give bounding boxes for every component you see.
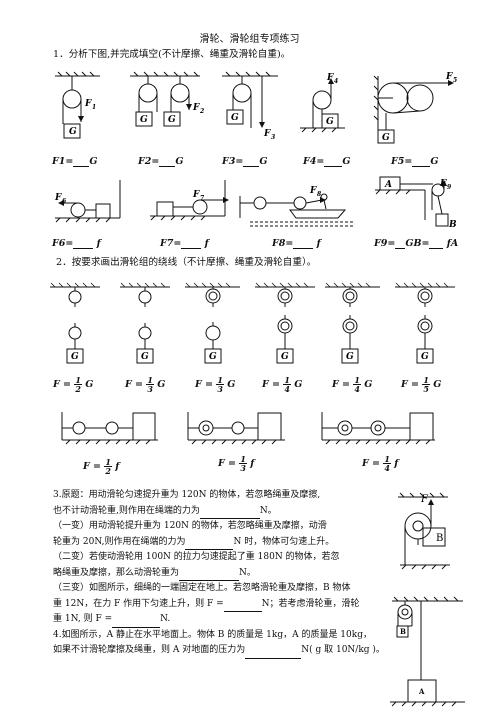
page-title: 滑轮、滑轮组专项练习 xyxy=(199,34,300,45)
q3-q4-figures: F B B A xyxy=(390,492,465,707)
svg-text:F: F xyxy=(192,190,200,200)
svg-text:G: G xyxy=(382,133,390,143)
svg-text:B: B xyxy=(448,220,457,230)
svg-text:4: 4 xyxy=(334,78,338,85)
svg-text:F: F xyxy=(84,99,92,109)
svg-text:G: G xyxy=(209,352,217,362)
svg-text:F: F xyxy=(445,72,453,82)
svg-text:1: 1 xyxy=(92,104,96,111)
svg-text:6: 6 xyxy=(62,198,67,205)
blank-f2[interactable] xyxy=(159,157,176,167)
blank-q3-orig[interactable] xyxy=(199,509,260,519)
q2-bottom-figures xyxy=(61,412,435,445)
f4-eq: F4= xyxy=(303,156,325,167)
q2-top-figures: G G G G G G xyxy=(50,282,455,364)
svg-text:G: G xyxy=(231,113,239,123)
blank-f1[interactable] xyxy=(73,157,90,167)
q2-heading: 2．按要求画出滑轮组的绕线（不计摩擦、绳重及滑轮自重）。 xyxy=(56,257,317,268)
svg-text:9: 9 xyxy=(447,184,452,191)
f5-eq: F5= xyxy=(391,156,413,167)
f3-eq: F3= xyxy=(222,156,244,167)
blank-f3[interactable] xyxy=(243,157,260,167)
svg-text:F: F xyxy=(326,73,334,83)
svg-text:G: G xyxy=(141,352,149,362)
blank-q3-v1[interactable] xyxy=(185,540,234,550)
blank-f8[interactable] xyxy=(293,239,314,249)
blank-f9b[interactable] xyxy=(429,239,444,249)
svg-text:F: F xyxy=(263,129,271,139)
f2-eq: F2= xyxy=(138,156,160,167)
blank-f6[interactable] xyxy=(73,239,94,249)
svg-text:G: G xyxy=(346,352,354,362)
svg-text:A: A xyxy=(418,687,425,696)
svg-text:F: F xyxy=(420,494,429,505)
svg-text:G: G xyxy=(140,115,148,125)
blank-q3-v3a[interactable] xyxy=(223,602,262,612)
svg-text:F: F xyxy=(192,103,200,113)
svg-text:F: F xyxy=(309,186,317,196)
svg-text:G: G xyxy=(168,115,176,125)
svg-text:2: 2 xyxy=(199,108,204,115)
blank-f4[interactable] xyxy=(324,157,343,167)
svg-text:G: G xyxy=(71,352,79,362)
svg-text:F: F xyxy=(439,179,447,189)
svg-text:5: 5 xyxy=(453,77,457,84)
svg-text:8: 8 xyxy=(317,191,322,198)
svg-text:7: 7 xyxy=(200,195,205,202)
blank-f5[interactable] xyxy=(412,157,431,167)
blank-q3-v2[interactable] xyxy=(179,571,240,581)
svg-text:A: A xyxy=(384,180,392,190)
svg-text:G: G xyxy=(421,352,429,362)
blank-q3-v3b[interactable] xyxy=(112,618,161,628)
svg-text:3: 3 xyxy=(271,134,275,141)
q1-heading: 1．分析下图,并完成填空(不计摩擦、绳重及滑轮自重)。 xyxy=(53,49,291,60)
fig1-G: G xyxy=(69,127,77,137)
svg-text:B: B xyxy=(436,533,443,544)
svg-text:B: B xyxy=(400,627,406,636)
svg-text:F: F xyxy=(54,193,62,203)
q3-block: 3.原题：用动滑轮匀速提升重为 120N 的物体，若忽略绳重及摩擦, 也不计动滑… xyxy=(53,488,385,659)
blank-f9a[interactable] xyxy=(395,239,406,249)
blank-f7[interactable] xyxy=(181,239,202,249)
f1-eq: F1= xyxy=(52,156,74,167)
svg-text:G: G xyxy=(281,352,289,362)
svg-text:G: G xyxy=(326,117,334,127)
blank-q4[interactable] xyxy=(245,649,302,659)
